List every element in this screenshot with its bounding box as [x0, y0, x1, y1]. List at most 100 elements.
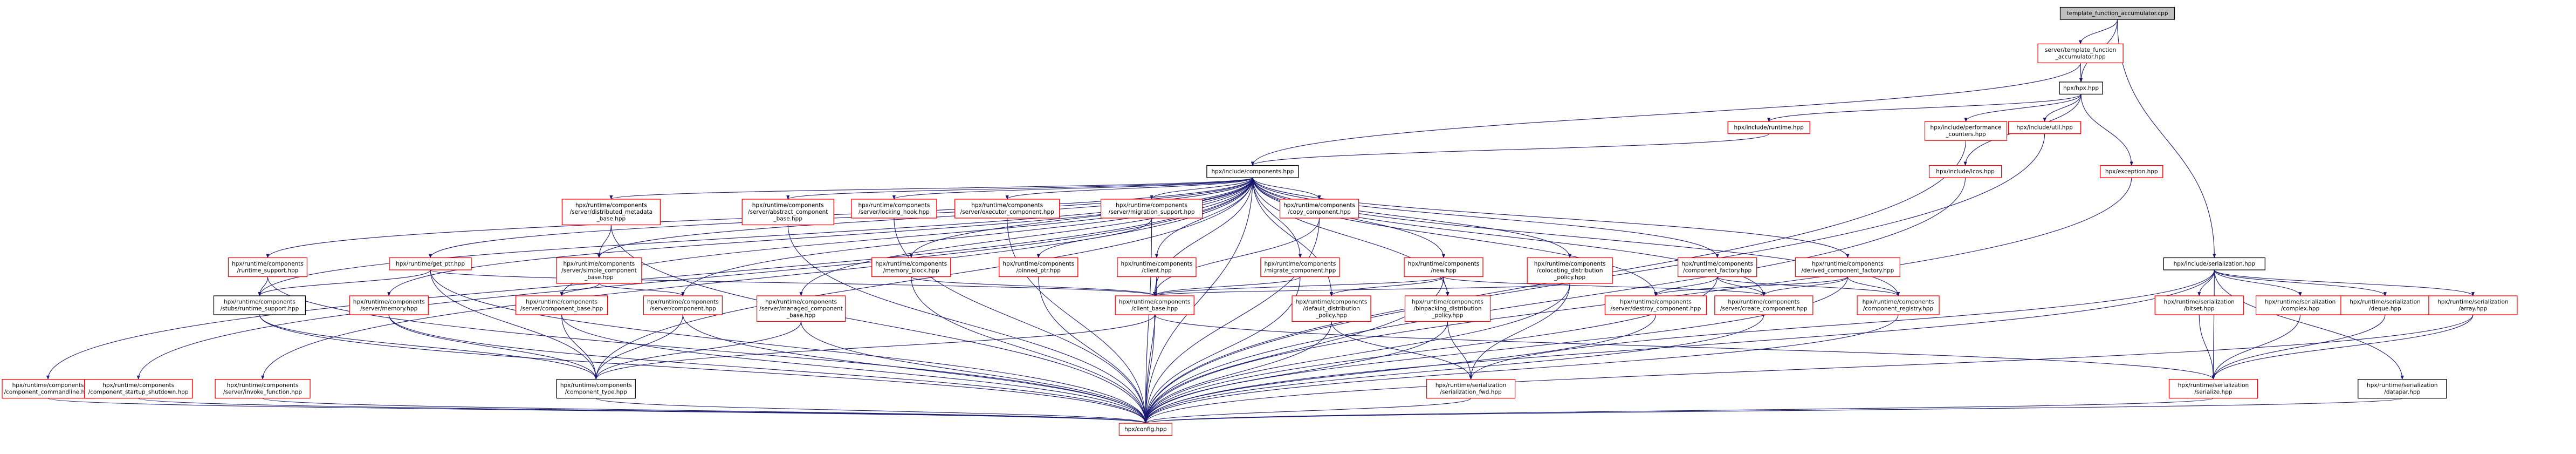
node-complex[interactable]: hpx/runtime/serialization/complex.hpp [2255, 295, 2345, 315]
node-box [1714, 295, 1813, 315]
node-invoke[interactable]: hpx/runtime/components/server/invoke_fun… [215, 378, 311, 399]
node-util[interactable]: hpx/include/util.hpp [2008, 121, 2082, 134]
node-serialization[interactable]: hpx/include/serialization.hpp [2163, 257, 2265, 270]
node-label-line: hpx/config.hpp [1124, 426, 1167, 433]
node-bitset[interactable]: hpx/runtime/serialization/bitset.hpp [2154, 295, 2244, 315]
node-startup[interactable]: hpx/runtime/components/component_startup… [84, 378, 193, 399]
edge-pinned-to-config [1038, 276, 1148, 424]
node-array[interactable]: hpx/runtime/serialization/array.hpp [2428, 295, 2518, 315]
node-box [2008, 121, 2082, 134]
node-exception[interactable]: hpx/exception.hpp [2100, 165, 2163, 178]
edge-srvmemory-to-comptype [388, 315, 598, 380]
node-binpacking[interactable]: hpx/runtime/components/binpacking_distri… [1404, 295, 1491, 322]
node-label-line: hpx/runtime/serialization [1435, 382, 1506, 389]
node-components[interactable]: hpx/include/components.hpp [1206, 165, 1299, 178]
node-label-line: /migrate_component.hpp [1265, 267, 1336, 274]
node-registry[interactable]: hpx/runtime/components/component_registr… [1857, 295, 1940, 315]
node-label-line: /binpacking_distribution [1413, 306, 1481, 312]
node-abstract[interactable]: hpx/runtime/components/server/abstract_c… [741, 199, 834, 226]
edge-memblock-to-clientbase [911, 276, 1157, 296]
node-getptr[interactable]: hpx/runtime/get_ptr.hpp [389, 257, 472, 270]
node-cmdline[interactable]: hpx/runtime/components/component_command… [2, 378, 94, 399]
node-label-line: /serialization_fwd.hpp [1440, 389, 1502, 396]
node-serfwd[interactable]: hpx/runtime/serialization/serialization_… [1426, 378, 1516, 399]
edge-srvcompbase-to-config [561, 315, 1148, 424]
node-srvcomp[interactable]: hpx/runtime/components/server/component.… [643, 295, 723, 315]
node-defaultdist[interactable]: hpx/runtime/components/default_distribut… [1292, 295, 1371, 322]
node-box [1924, 121, 2008, 141]
node-stubs[interactable]: hpx/runtime/components/stubs/runtime_sup… [213, 295, 306, 315]
node-derivedfactory[interactable]: hpx/runtime/components/derived_component… [1795, 257, 1900, 277]
node-box [556, 378, 636, 399]
edge-colocating-to-config [1144, 283, 1570, 424]
node-compfactory[interactable]: hpx/runtime/components/component_factory… [1678, 257, 1757, 277]
edge-stcb-to-srvcompbase [560, 283, 600, 296]
edge-serialization-to-deque [2214, 269, 2387, 296]
edge-registry-to-config [1144, 314, 1899, 424]
node-stfa[interactable]: server/template_function_accumulator.hpp [2037, 43, 2124, 64]
edge-defaultdist-to-serfwd [1331, 321, 1473, 380]
edge-startup-to-config [138, 398, 1147, 424]
node-clientbase[interactable]: hpx/runtime/components/client_base.hpp [1115, 295, 1194, 315]
edge-components-to-srvmemory [387, 178, 1253, 296]
edge-migration-to-config [1144, 218, 1152, 424]
edge-bitset-to-serialize [2199, 315, 2215, 380]
node-executor[interactable]: hpx/runtime/components/server/executor_c… [954, 199, 1060, 219]
edge-derivedfactory-to-create [1762, 276, 1848, 296]
node-new[interactable]: hpx/runtime/components/new.hpp [1404, 257, 1483, 277]
node-perfctr[interactable]: hpx/include/performance_counters.hpp [1924, 121, 2008, 141]
edge-serialization-to-bitset [2197, 269, 2215, 296]
node-srvmemory[interactable]: hpx/runtime/components/server/memory.hpp [349, 295, 429, 315]
node-pinned[interactable]: hpx/runtime/components/pinned_ptr.hpp [999, 257, 1079, 277]
node-label-line: /server/executor_component.hpp [960, 209, 1055, 215]
node-hpx[interactable]: hpx/hpx.hpp [2059, 82, 2103, 95]
node-migration[interactable]: hpx/runtime/components/server/migration_… [1100, 199, 1203, 219]
node-label-line: hpx/runtime/components [102, 382, 174, 389]
edge-new-to-create [1443, 276, 1766, 296]
node-lcos[interactable]: hpx/include/lcos.hpp [1928, 165, 2002, 178]
node-migrate[interactable]: hpx/runtime/components/migrate_component… [1260, 257, 1340, 277]
node-destroy[interactable]: hpx/runtime/components/server/destroy_co… [1604, 295, 1707, 315]
node-memblock[interactable]: hpx/runtime/components/memory_block.hpp [871, 257, 951, 277]
node-comptype[interactable]: hpx/runtime/components/component_type.hp… [556, 378, 636, 399]
node-serialize[interactable]: hpx/runtime/serialization/serialize.hpp [2168, 378, 2258, 399]
node-root: template_function_accumulator.cpp [2059, 6, 2175, 20]
node-create[interactable]: hpx/runtime/components/server/create_com… [1714, 295, 1813, 315]
node-dmb[interactable]: hpx/runtime/components/server/distribute… [561, 199, 661, 226]
node-box [1118, 423, 1173, 436]
edge-memblock-to-config [911, 276, 1148, 424]
edge-components-to-colocating [1252, 178, 1572, 259]
node-srvcompbase[interactable]: hpx/runtime/components/server/component_… [515, 295, 608, 315]
node-box [556, 257, 642, 284]
edge-components-to-config [1144, 178, 1253, 424]
node-label-line: /server/create_component.hpp [1720, 306, 1808, 312]
node-label-line: hpx/runtime/components [12, 382, 84, 389]
node-managed[interactable]: hpx/runtime/components/server/managed_co… [756, 295, 846, 322]
node-box [1100, 199, 1203, 219]
node-label-line: template_function_accumulator.cpp [2067, 10, 2168, 17]
node-client[interactable]: hpx/runtime/components/client.hpp [1117, 257, 1197, 277]
node-box [2428, 295, 2518, 315]
node-label-line: hpx/runtime/serialization [2437, 299, 2508, 306]
node-datapar[interactable]: hpx/runtime/serialization/datapar.hpp [2358, 378, 2447, 399]
edge-complex-to-serialize [2211, 315, 2301, 380]
node-rtsupport[interactable]: hpx/runtime/components/runtime_support.h… [228, 257, 308, 277]
edge-getptr-to-comptype [430, 269, 598, 380]
node-colocating[interactable]: hpx/runtime/components/colocating_distri… [1527, 257, 1613, 284]
node-label-line: /server/destroy_component.hpp [1611, 306, 1701, 312]
node-config[interactable]: hpx/config.hpp [1118, 423, 1173, 436]
node-runtime[interactable]: hpx/include/runtime.hpp [1727, 121, 1810, 134]
edge-components-to-derivedfactory [1252, 178, 1850, 259]
edge-hpx-to-exception [2080, 94, 2133, 166]
node-label-line: _base.hpp [786, 313, 816, 319]
edge-components-to-executor [1005, 177, 1253, 200]
node-stcb[interactable]: hpx/runtime/components/server/simple_com… [556, 257, 642, 284]
node-label-line: hpx/runtime/serialization [2350, 299, 2420, 306]
node-copy[interactable]: hpx/runtime/components/copy_component.hp… [1279, 199, 1359, 219]
edge-serialization-to-serialize [2211, 269, 2215, 380]
node-label-line: hpx/runtime/serialization [2164, 299, 2235, 306]
node-box [1206, 165, 1299, 178]
node-locking[interactable]: hpx/runtime/components/server/locking_ho… [851, 199, 937, 219]
node-label-line: hpx/runtime/components [526, 299, 597, 306]
node-deque[interactable]: hpx/runtime/serialization/deque.hpp [2340, 295, 2430, 315]
